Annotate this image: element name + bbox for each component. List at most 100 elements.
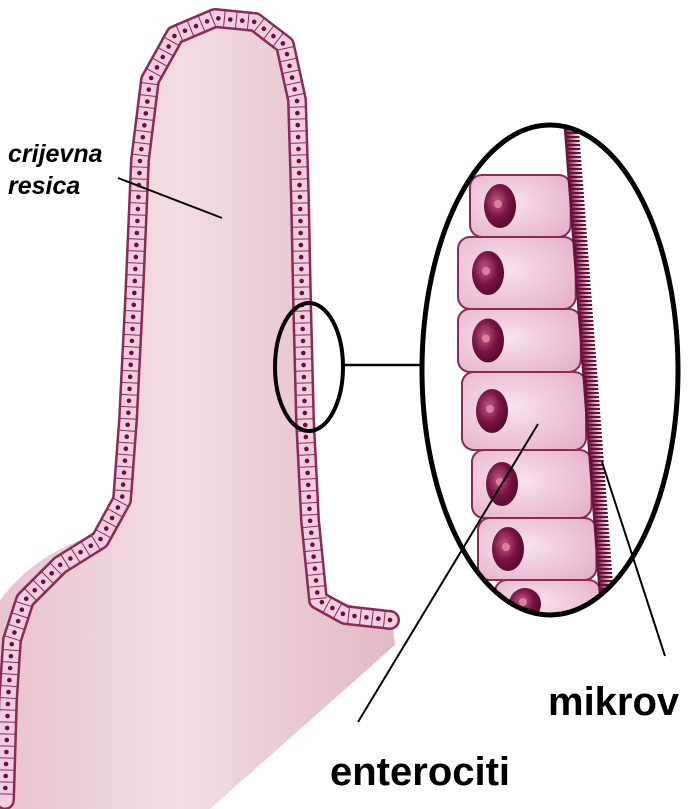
- cell-nucleus: [3, 774, 8, 779]
- cell-nucleus: [9, 642, 14, 647]
- cell-nucleus: [309, 530, 314, 535]
- cell-divider: [0, 722, 16, 723]
- cell-nucleus: [4, 738, 9, 743]
- cell-divider: [290, 179, 308, 180]
- cell-nucleus: [49, 571, 54, 576]
- cell-nucleus: [78, 550, 83, 555]
- cell-nucleus: [5, 714, 10, 719]
- cell-nucleus: [298, 195, 303, 200]
- cell-divider: [0, 710, 17, 711]
- cell-nucleus: [252, 20, 257, 25]
- cell-nucleus: [130, 339, 135, 344]
- cell-nucleus: [311, 554, 316, 559]
- cell-nucleus: [133, 267, 138, 272]
- cell-nucleus: [139, 147, 144, 152]
- cell-nucleus: [304, 447, 309, 452]
- cell-nucleus: [299, 255, 304, 260]
- cell-nucleus: [376, 616, 381, 621]
- cell-nucleus: [136, 195, 141, 200]
- cell-divider: [0, 770, 15, 771]
- cell-nucleus: [131, 303, 136, 308]
- cell-nucleus: [3, 786, 8, 791]
- cell-nucleus: [58, 563, 63, 568]
- cell-nucleus: [24, 596, 29, 601]
- cell-nucleus: [124, 434, 129, 439]
- cell-nucleus: [132, 291, 137, 296]
- nucleolus: [494, 200, 502, 208]
- cell-nucleus: [126, 410, 131, 415]
- cell-nucleus: [297, 183, 302, 188]
- cell-divider: [289, 143, 307, 144]
- cell-nucleus: [352, 614, 357, 619]
- cell-nucleus: [146, 87, 151, 92]
- cell-nucleus: [302, 399, 307, 404]
- cell-nucleus: [131, 315, 136, 320]
- microvilli-label: mikrov: [548, 680, 679, 724]
- cell-nucleus: [296, 147, 301, 152]
- cell-nucleus: [155, 65, 160, 70]
- cell-divider: [289, 119, 307, 120]
- cell-nucleus: [301, 351, 306, 356]
- cell-nucleus: [4, 750, 9, 755]
- cell-divider: [290, 155, 308, 156]
- cell-nucleus: [137, 171, 142, 176]
- cell-nucleus: [68, 556, 73, 561]
- cell-nucleus: [287, 64, 292, 69]
- cell-divider: [291, 191, 309, 192]
- cell-nucleus: [128, 375, 133, 380]
- nucleolus: [482, 267, 490, 275]
- cell-nucleus: [135, 231, 140, 236]
- cell-divider: [0, 782, 15, 783]
- cell-nucleus: [7, 678, 12, 683]
- cell-nucleus: [290, 75, 295, 80]
- cell-nucleus: [88, 543, 93, 548]
- cell-nucleus: [341, 612, 346, 617]
- cell-nucleus: [300, 327, 305, 332]
- cell-nucleus: [128, 363, 133, 368]
- cell-divider: [0, 746, 16, 747]
- cell-nucleus: [116, 505, 121, 510]
- cell-nucleus: [307, 507, 312, 512]
- cell-nucleus: [166, 44, 171, 49]
- cell-nucleus: [302, 375, 307, 380]
- cell-nucleus: [364, 615, 369, 620]
- cell-nucleus: [120, 494, 125, 499]
- cell-nucleus: [134, 243, 139, 248]
- cell-nucleus: [298, 219, 303, 224]
- cell-nucleus: [6, 702, 11, 707]
- cell-nucleus: [129, 351, 134, 356]
- cell-nucleus: [122, 470, 127, 475]
- cell-nucleus: [172, 34, 177, 39]
- cell-nucleus: [5, 726, 10, 731]
- cell-nucleus: [145, 99, 150, 104]
- cell-nucleus: [301, 363, 306, 368]
- cell-nucleus: [98, 537, 103, 542]
- cell-nucleus: [127, 387, 132, 392]
- villus-label-line2: resica: [8, 170, 103, 202]
- cell-nucleus: [300, 315, 305, 320]
- cell-nucleus: [104, 526, 109, 531]
- cell-nucleus: [303, 411, 308, 416]
- cell-divider: [0, 794, 14, 795]
- cell-nucleus: [141, 135, 146, 140]
- villus-label-line1: crijevna: [8, 138, 103, 170]
- nucleolus: [502, 543, 510, 551]
- cell-nucleus: [149, 76, 154, 81]
- cell-divider: [290, 167, 308, 168]
- cell-nucleus: [313, 566, 318, 571]
- cell-nucleus: [298, 231, 303, 236]
- cell-nucleus: [297, 171, 302, 176]
- cell-nucleus: [303, 423, 308, 428]
- cell-nucleus: [4, 762, 9, 767]
- cell-nucleus: [310, 542, 315, 547]
- cell-nucleus: [295, 123, 300, 128]
- cell-nucleus: [330, 606, 335, 611]
- cell-nucleus: [307, 495, 312, 500]
- cell-nucleus: [124, 446, 129, 451]
- cell-nucleus: [314, 578, 319, 583]
- cell-nucleus: [297, 159, 302, 164]
- cell-nucleus: [308, 519, 313, 524]
- nucleolus: [519, 598, 527, 606]
- cell-nucleus: [304, 435, 309, 440]
- cell-nucleus: [125, 422, 130, 427]
